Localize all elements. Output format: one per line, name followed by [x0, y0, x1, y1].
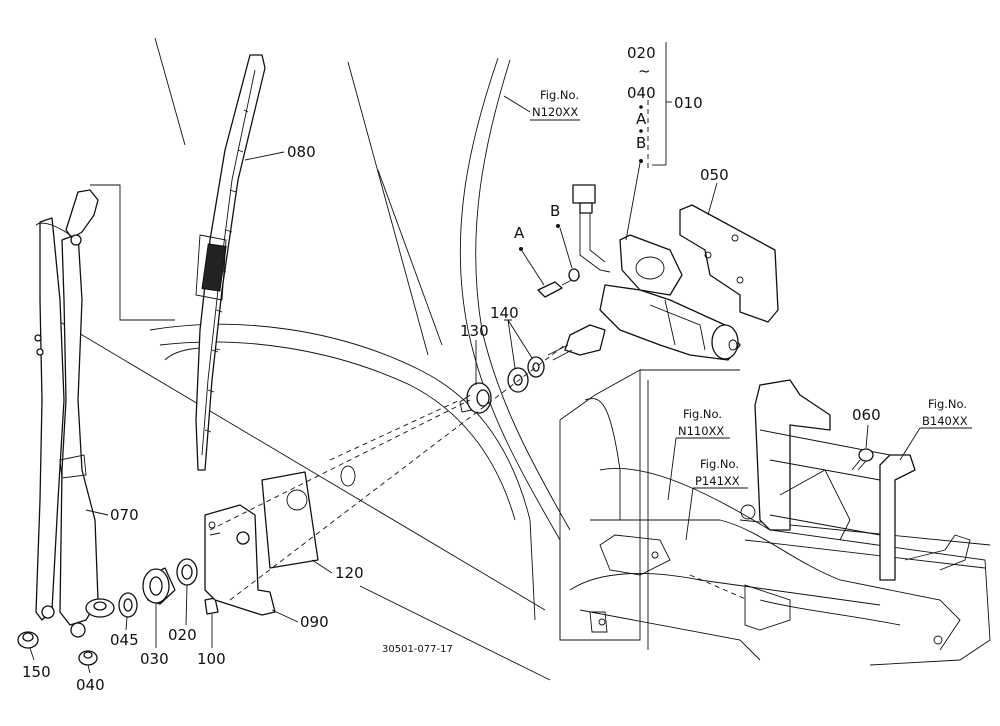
label-010: 010 — [674, 94, 703, 112]
label-030: 030 — [140, 650, 169, 668]
fig-ref-2-label: Fig.No. — [683, 407, 722, 421]
alignment-lines — [209, 100, 749, 601]
shaft-washers — [459, 356, 545, 414]
label-060: 060 — [852, 406, 881, 424]
label-020-top: 020 — [627, 44, 656, 62]
wiper-arm — [34, 189, 99, 638]
fig-ref-3-code: P141XX — [695, 474, 740, 488]
fig-ref-3-label: Fig.No. — [700, 457, 739, 471]
label-050: 050 — [700, 166, 729, 184]
label-080: 080 — [287, 143, 316, 161]
dot-b-top — [639, 129, 643, 133]
label-tilde: ~ — [638, 62, 651, 80]
label-a: A — [514, 224, 525, 242]
label-130: 130 — [460, 322, 489, 340]
bolt-060 — [851, 448, 874, 471]
dot-a-top — [639, 105, 643, 109]
label-100: 100 — [197, 650, 226, 668]
dot-b — [556, 224, 560, 228]
console-structure — [569, 379, 991, 666]
label-a-top: A — [636, 110, 647, 128]
figure-references: Fig.No. N120XX Fig.No. N110XX Fig.No. P1… — [532, 88, 968, 488]
label-070: 070 — [110, 506, 139, 524]
label-b: B — [550, 202, 560, 220]
wiper-motor — [537, 184, 779, 361]
leader-lines — [29, 42, 972, 674]
label-045: 045 — [110, 631, 139, 649]
label-040: 040 — [76, 676, 105, 694]
fig-ref-2-code: N110XX — [678, 424, 724, 438]
label-120: 120 — [335, 564, 364, 582]
fig-ref-1-code: N120XX — [532, 105, 578, 119]
fig-ref-1-label: Fig.No. — [540, 88, 579, 102]
fig-ref-4-code: B140XX — [922, 414, 968, 428]
label-b-top: B — [636, 134, 646, 152]
label-090: 090 — [300, 613, 329, 631]
label-150: 150 — [22, 663, 51, 681]
wiper-blade — [195, 54, 266, 471]
label-040-top: 040 — [627, 84, 656, 102]
label-140: 140 — [490, 304, 519, 322]
dot-a — [519, 247, 523, 251]
fig-ref-4-label: Fig.No. — [928, 397, 967, 411]
label-020: 020 — [168, 626, 197, 644]
drawing-number: 30501-077-17 — [382, 644, 453, 655]
cab-background — [39, 37, 740, 681]
dot-stack — [639, 159, 643, 163]
pivot-hardware — [17, 465, 356, 666]
part-labels: 020 ~ 040 010 A B 050 080 070 090 120 13… — [22, 44, 881, 694]
